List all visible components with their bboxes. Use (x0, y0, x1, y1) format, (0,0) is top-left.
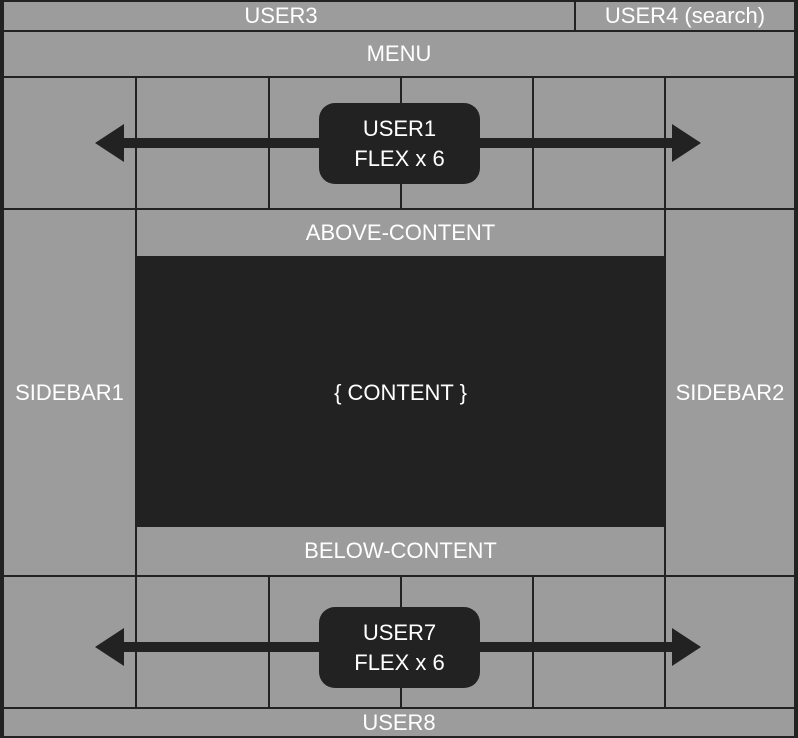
sidebar2-region: SIDEBAR2 (664, 208, 796, 577)
sidebar1-region: SIDEBAR1 (2, 208, 137, 577)
user1-flex-label: FLEX x 6 (354, 145, 445, 171)
user3-region: USER3 (2, 0, 576, 32)
user1-cell (664, 76, 796, 210)
content-region: { CONTENT } (137, 258, 664, 527)
menu-region: MENU (2, 30, 796, 78)
user1-label: USER1 (362, 115, 437, 141)
above-content-region: ABOVE-CONTENT (135, 208, 666, 258)
user7-flex-label: FLEX x 6 (354, 649, 445, 675)
user1-label-pill: USER1 FLEX x 6 (319, 103, 480, 184)
user8-region: USER8 (2, 707, 796, 738)
user7-label: USER7 (362, 619, 437, 645)
user7-label-pill: USER7 FLEX x 6 (319, 607, 480, 688)
